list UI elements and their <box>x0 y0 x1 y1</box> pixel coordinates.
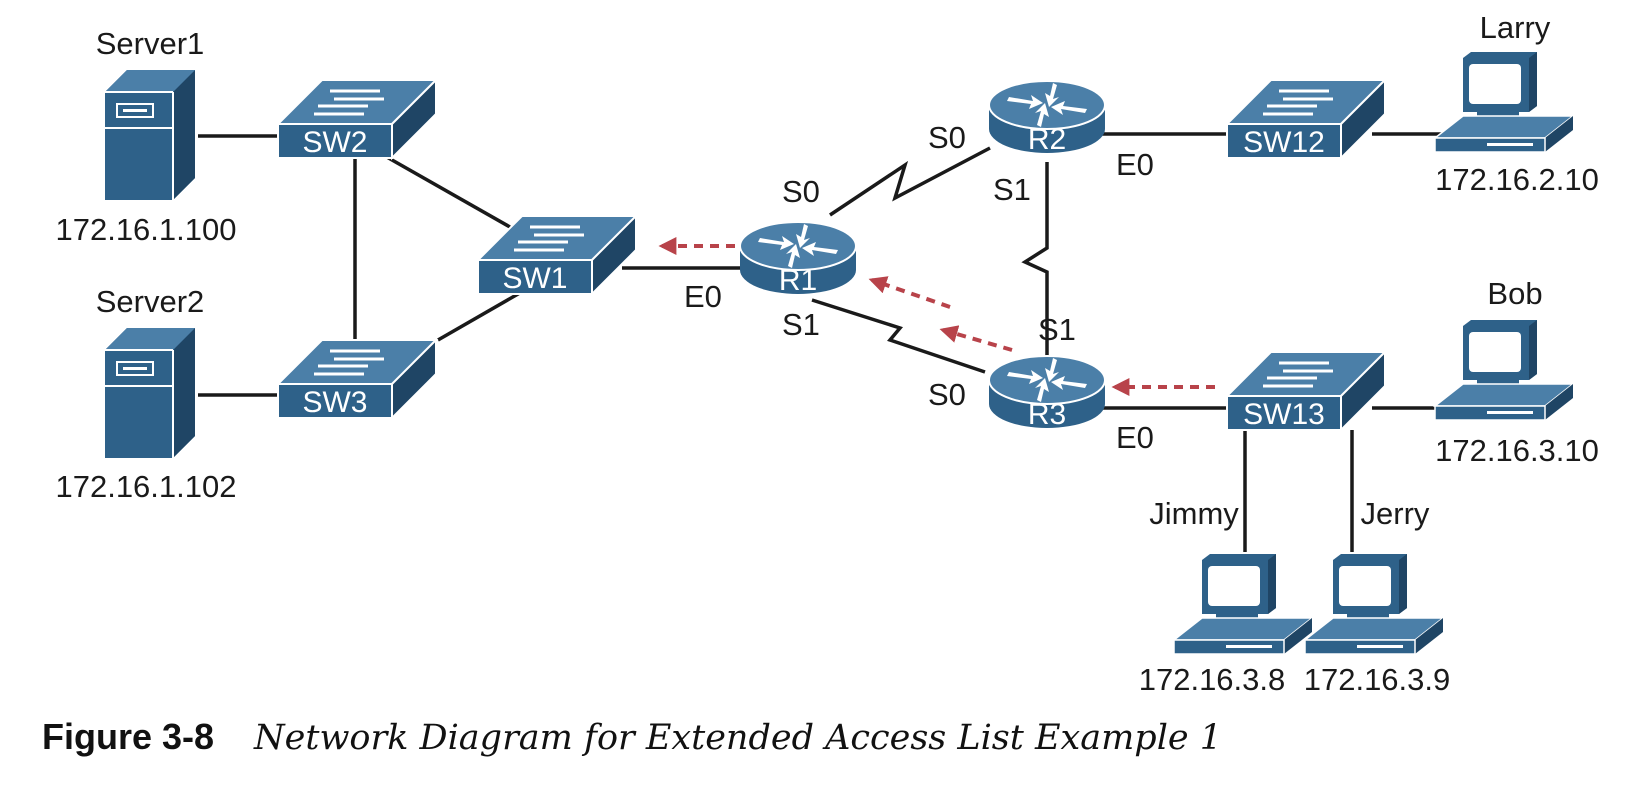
router-icon <box>988 80 1106 153</box>
traffic-flow-arrows <box>658 237 1215 396</box>
switch-icon <box>275 77 439 161</box>
pc-bob[interactable]: Bob 172.16.3.10 <box>1432 276 1599 468</box>
r2-s0-label: S0 <box>928 120 966 155</box>
r3-s1-label: S1 <box>1038 312 1076 347</box>
router-icon <box>988 355 1106 428</box>
switch-sw13-label: SW13 <box>1243 398 1325 431</box>
server1-ip: 172.16.1.100 <box>55 212 236 247</box>
server2-ip: 172.16.1.102 <box>55 469 236 504</box>
r3-s0-label: S0 <box>928 377 966 412</box>
switch-sw2-label: SW2 <box>302 126 367 159</box>
pc-jimmy[interactable]: Jimmy 172.16.3.8 <box>1139 496 1315 697</box>
server1[interactable]: Server1 172.16.1.100 <box>55 26 236 247</box>
router-r3[interactable]: R3 <box>988 355 1106 431</box>
switch-icon <box>1224 349 1388 433</box>
router-r1-label: R1 <box>779 264 817 297</box>
switch-icon <box>1224 77 1388 161</box>
figure-title: Network Diagram for Extended Access List… <box>254 718 1222 758</box>
server-icon <box>105 70 195 200</box>
switch-sw12-label: SW12 <box>1243 126 1325 159</box>
switch-sw2[interactable]: SW2 <box>275 77 439 161</box>
pc-jimmy-name: Jimmy <box>1149 496 1239 531</box>
switch-sw1-label: SW1 <box>502 262 567 295</box>
router-icon <box>739 221 857 294</box>
switch-icon <box>475 213 639 297</box>
link-sw2-sw1 <box>384 154 511 229</box>
link-r2-r3-serial <box>1021 162 1049 358</box>
link-sw3-sw1 <box>437 288 526 342</box>
r2-s1-label: S1 <box>993 172 1031 207</box>
pc-jimmy-ip: 172.16.3.8 <box>1139 662 1286 697</box>
router-r2[interactable]: R2 <box>988 80 1106 156</box>
pc-larry-ip: 172.16.2.10 <box>1435 162 1599 197</box>
r1-s0-label: S0 <box>782 174 820 209</box>
switch-icon <box>275 337 439 421</box>
switch-sw3-label: SW3 <box>302 386 367 419</box>
server-icon <box>105 328 195 458</box>
router-r3-label: R3 <box>1028 398 1066 431</box>
r1-e0-label: E0 <box>684 279 722 314</box>
flow-arrow-r3-to-r1-lower <box>939 325 1013 352</box>
pc-jerry-name: Jerry <box>1361 496 1430 531</box>
figure-caption: Figure 3-8 Network Diagram for Extended A… <box>42 716 1222 758</box>
interface-labels: S0 E0 S1 S0 E0 S1 S1 S0 E0 <box>684 120 1154 455</box>
router-r2-label: R2 <box>1028 123 1066 156</box>
switch-sw1[interactable]: SW1 <box>475 213 639 297</box>
router-r1[interactable]: R1 <box>739 221 857 297</box>
r1-s1-label: S1 <box>782 307 820 342</box>
pc-larry[interactable]: Larry 172.16.2.10 <box>1432 10 1599 197</box>
r2-e0-label: E0 <box>1116 147 1154 182</box>
links <box>198 132 1460 552</box>
network-diagram: Server1 172.16.1.100 Server2 172.16.1.10… <box>55 10 1599 697</box>
pc-jerry-ip: 172.16.3.9 <box>1304 662 1451 697</box>
r3-e0-label: E0 <box>1116 420 1154 455</box>
pc-bob-name: Bob <box>1487 276 1542 311</box>
pc-icon <box>1302 554 1446 655</box>
link-r1-r2-serial <box>829 146 991 217</box>
link-r1-r3-serial <box>811 298 986 374</box>
pc-icon <box>1432 52 1576 153</box>
pc-bob-ip: 172.16.3.10 <box>1435 433 1599 468</box>
pc-icon <box>1171 554 1315 655</box>
figure-number: Figure 3-8 <box>42 716 215 757</box>
switch-sw13[interactable]: SW13 <box>1224 349 1388 433</box>
pc-icon <box>1432 320 1576 421</box>
switch-sw12[interactable]: SW12 <box>1224 77 1388 161</box>
pc-larry-name: Larry <box>1480 10 1551 45</box>
server1-name: Server1 <box>96 26 205 61</box>
server2-name: Server2 <box>96 284 205 319</box>
pc-jerry[interactable]: Jerry 172.16.3.9 <box>1302 496 1451 697</box>
server2[interactable]: Server2 172.16.1.102 <box>55 284 236 504</box>
flow-arrow-r3-to-r1-upper <box>868 276 951 309</box>
switch-sw3[interactable]: SW3 <box>275 337 439 421</box>
